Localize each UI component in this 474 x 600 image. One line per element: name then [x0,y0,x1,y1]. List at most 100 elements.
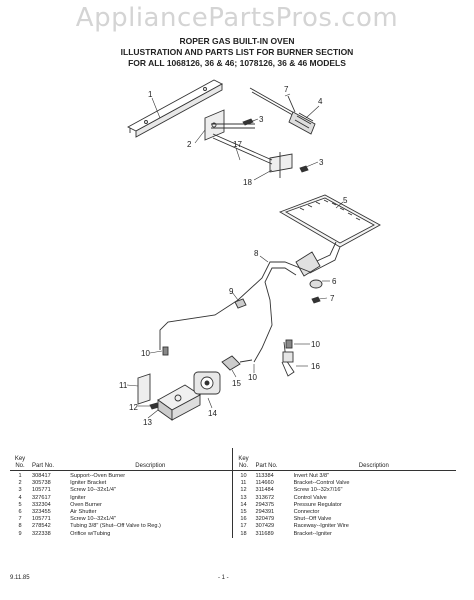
header-part: Part No. [30,448,69,471]
key-cell: 11 [232,480,254,488]
orifice-part [234,298,247,309]
description-cell: Screw 10--32x7/16" [293,487,343,494]
description-cell: Support--Oven Burner [70,473,126,479]
footer-page: - 1 - [218,575,229,581]
callout-10-right: 10 [311,340,320,349]
key-cell: 15 [232,509,254,517]
key-cell: 12 [232,487,254,495]
part-number-cell: 294375 [255,501,275,508]
callout-10: 10 [141,349,150,358]
key-cell: 14 [232,501,254,510]
parts-table: Key No. Part No. Description Key No. Par… [10,448,456,538]
part-number-cell: 105771 [32,487,51,494]
callout-3-right: 3 [319,158,324,167]
footer-date: 9.11.85 [10,575,30,581]
callout-18: 18 [243,178,252,187]
description-cell: Igniter [70,494,86,501]
description-cell: Bracket--Igniter [293,530,332,537]
description-cell: Orifice w/Tubing [70,530,111,537]
callout-3: 3 [259,115,264,124]
connector-part [221,355,241,371]
raceway-part [212,133,273,161]
description-cell: Raceway--Igniter Wire [293,523,349,530]
key-cell: 8 [18,523,22,530]
callout-2: 2 [187,140,192,149]
key-cell: 9 [18,530,22,537]
description-cell: Air Shutter [70,509,97,516]
igniter-part [249,87,316,135]
key-cell: 13 [232,494,254,502]
watermark: AppliancePartsPros.com [75,3,399,33]
part-number-cell: 307429 [255,523,275,530]
pressure-regulator-part [193,371,221,395]
callout-15: 15 [232,379,241,388]
description-cell: Screw 10--32x1/4" [70,516,116,523]
callout-14: 14 [208,409,217,418]
igniter-bracket-part [204,109,255,141]
key-cell: 17 [232,523,254,531]
key-cell: 4 [18,494,22,501]
description-cell: Screw 10--32x1/4" [70,487,116,494]
part-number-cell: 327617 [32,494,51,501]
callout-13: 13 [143,418,152,427]
callout-17: 17 [233,140,242,149]
callout-7: 7 [330,294,335,303]
callout-8: 8 [254,249,259,258]
title-line-2: ILLUSTRATION AND PARTS LIST FOR BURNER S… [120,47,354,57]
header-key: Key No. [10,448,31,471]
key-cell: 3 [18,487,22,494]
callout-6: 6 [332,277,337,286]
callout-4: 4 [318,97,323,106]
key-cell: 6 [18,509,22,516]
callout-5: 5 [343,196,348,205]
callout-12: 12 [129,403,138,412]
part-number-cell: 311689 [255,530,274,537]
description-cell: Bracket--Control Valve [293,480,350,487]
bracket-control-valve-part [137,373,151,405]
key-cell: 7 [18,516,22,523]
invert-nut-part [162,346,169,356]
part-number-cell: 113384 [255,473,274,479]
support-oven-burner-part [127,79,223,138]
description-cell: Invert Nut 3/8" [293,473,330,479]
header-part-2: Part No. [253,448,292,471]
part-number-cell: 332304 [32,501,51,508]
part-number-cell: 322338 [32,530,51,537]
callout-10-lower: 10 [248,373,257,382]
part-number-cell: 323455 [32,509,51,516]
part-number-cell: 294391 [255,509,275,516]
description-cell: Shut--Off Valve [293,516,332,523]
part-number-cell: 278542 [32,523,51,530]
description-cell: Igniter Bracket [70,480,107,487]
title-line-1: ROPER GAS BUILT-IN OVEN [179,36,295,46]
part-number-cell: 320479 [255,516,275,523]
description-cell: Tubing 3/8" (Shut--Off Valve to Reg.) [70,523,161,530]
shut-off-valve-part [281,341,295,377]
header-key-2: Key No. [232,448,254,471]
description-cell: Control Valve [293,494,327,501]
callout-1: 1 [148,90,153,99]
key-cell: 2 [18,480,22,487]
key-cell: 18 [232,530,254,538]
callout-16: 16 [311,362,320,371]
oven-burner-part [278,194,381,277]
control-valve-part [157,384,201,421]
description-cell: Oven Burner [70,501,102,508]
table-row: 8 278542 Tubing 3/8" (Shut--Off Valve to R… [10,523,456,531]
part-number-cell: 311484 [255,487,274,494]
header-description-2: Description [291,448,456,471]
part-number-cell: 105771 [32,516,51,523]
key-cell: 10 [232,470,254,481]
part-number-cell: 114660 [255,480,274,487]
key-cell: 16 [232,516,254,524]
part-number-cell: 305738 [32,480,51,487]
callout-9: 9 [229,287,234,296]
